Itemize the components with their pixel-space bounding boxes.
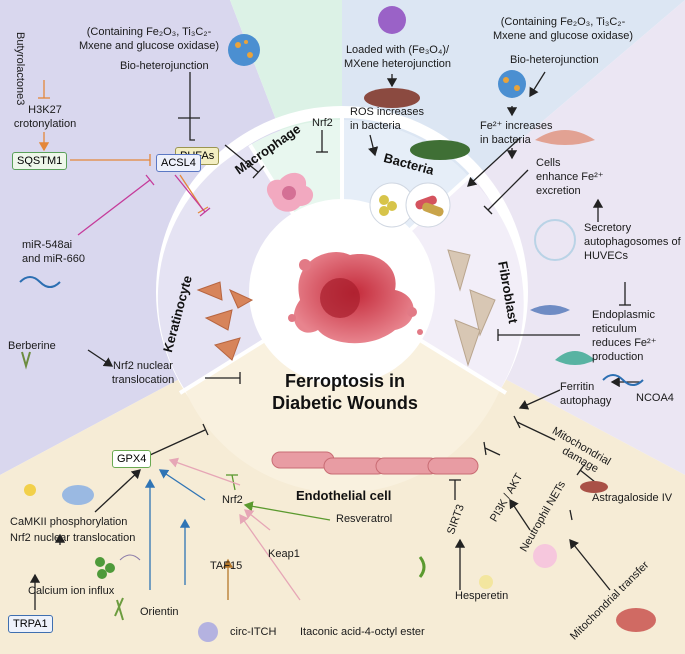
endothelial-cells-illustration [271,451,479,475]
endothelial-circ-itch: circ-ITCH [230,626,277,638]
macrophage-containing-line-1: (Containing Fe₂O₃, Ti₃C₂- [86,26,212,38]
keratinocyte-mir-line-1: miR-548ai [22,239,73,251]
keratinocyte-h3k27-line-1: H3K27 [28,104,62,116]
keratinocyte-berberine: Berberine [8,340,56,352]
bacteria-fe-line-1: Fe²⁺ increases [480,120,553,132]
bacteria-dish-illustration [369,182,451,228]
endothelial-nrf2-nuc: Nrf2 nuclear translocation [10,532,136,544]
keratinocyte-mir-line-2: and miR-660 [22,253,85,265]
center-title-line-1: Ferroptosis in [284,371,405,391]
fibroblast-er-line-2: reticulum [592,323,637,335]
bacteria-fe-line-2: in bacteria [480,134,531,146]
bacteria-ros-line-1: ROS increases [350,106,424,118]
fibroblast-cells-line-3: excretion [536,185,581,197]
macrophage-bioheterojunction: Bio-heterojunction [120,60,209,72]
blue-arrows [144,469,206,590]
bacteria-ros-line-2: in bacteria [350,120,401,132]
bacteria-loaded-line-1: Loaded with (Fe₃O₄)/ [345,44,450,56]
fibroblast-illustration [447,249,496,367]
sector-label-endothelial: Endothelial cell [296,488,392,503]
endothelial-camkii: CaMKII phosphorylation [10,516,128,528]
keratinocyte-nrf2-nuc-line-2: translocation [111,374,175,386]
endothelial-resveratrol: Resveratrol [336,513,393,525]
endothelial-orientin: Orientin [140,606,179,618]
fibroblast-ferritin-line-2: autophagy [560,395,612,407]
endothelial-itaconic: Itaconic acid-4-octyl ester [300,626,425,638]
fibroblast-secretory-line-2: autophagosomes of [584,236,681,248]
center-title: Ferroptosis in Diabetic Wounds [270,370,420,414]
macrophage-illustration [266,172,314,212]
fibroblast-secretory-line-1: Secretory [584,222,632,234]
endothelial-keap1: Keap1 [268,548,300,560]
fibroblast-ncoa4: NCOA4 [636,392,674,404]
nanoparticles-illustration [228,6,526,160]
keratinocyte-butyrolactone: Butyrolactone3 [14,32,26,106]
fibroblast-er-line-3: reduces Fe²⁺ [592,337,657,349]
keratinocyte-nrf2-nuc-line-1: Nrf2 nuclear [113,360,173,372]
bacteria-containing-line-1: (Containing Fe₂O₃, Ti₃C₂- [500,16,626,28]
acsl4-box: ACSL4 [156,154,201,172]
pink-arrows [168,457,301,601]
endothelial-nrf2: Nrf2 [222,494,243,506]
decorative-icons [19,130,656,642]
macrophage-containing-line-2: Mxene and glucose oxidase) [78,40,220,52]
magenta-inhibitions [77,174,211,236]
ferroptotic-cell-illustration [288,252,423,344]
bacteria-loaded-line-2: MXene heterojunction [343,58,451,70]
fibroblast-cells-line-1: Cells [536,157,561,169]
keratinocyte-illustration [196,281,254,361]
endothelial-calcium: Calcium ion influx [28,585,115,597]
fibroblast-er-line-1: Endoplasmic [592,309,655,321]
gpx4-box: GPX4 [112,450,152,468]
endothelial-astragaloside: Astragaloside IV [592,492,673,504]
trpa1-box: TRPA1 [8,615,53,633]
fibroblast-er-line-4: production [592,351,644,363]
endothelial-taf15: TAF15 [210,560,243,572]
fibroblast-cells-line-2: enhance Fe²⁺ [536,171,604,183]
endothelial-hesperetin: Hesperetin [455,590,509,602]
fibroblast-secretory-line-3: HUVECs [584,250,629,262]
sqstm1-box: SQSTM1 [12,152,68,170]
bacteria-containing-line-2: Mxene and glucose oxidase) [492,30,634,42]
macrophage-nrf2: Nrf2 [312,117,333,129]
keratinocyte-h3k27-line-2: crotonylation [13,118,77,130]
bacteria-bioheterojunction: Bio-heterojunction [510,54,599,66]
center-title-line-2: Diabetic Wounds [272,393,418,413]
fibroblast-ferritin-line-1: Ferritin [560,381,595,393]
